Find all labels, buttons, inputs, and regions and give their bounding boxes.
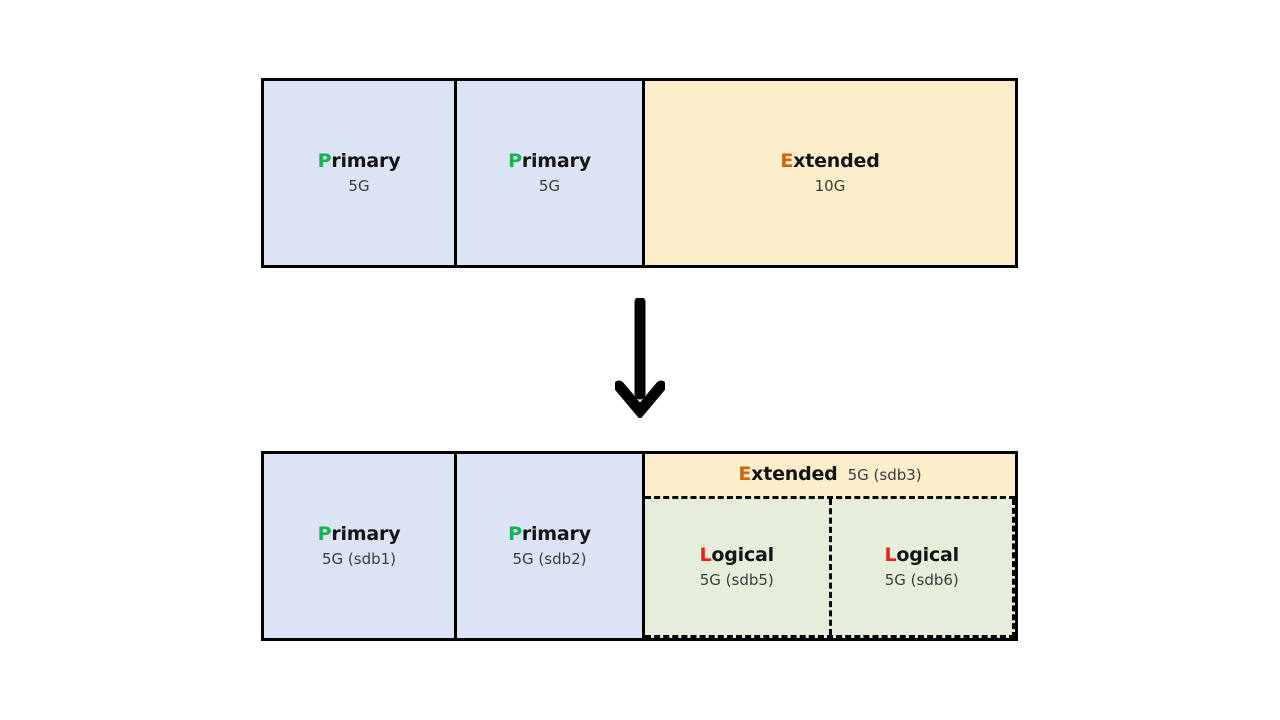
partition-type-label: Extended — [738, 463, 838, 486]
partition-type-label: Primary — [508, 523, 591, 546]
partition-extended-before: Extended 10G — [642, 81, 1015, 265]
partition-type-initial: L — [699, 544, 712, 567]
partition-type-initial: E — [738, 463, 752, 486]
partition-type-initial: P — [317, 523, 332, 546]
logical-partitions-row: Logical 5G (sdb5) Logical 5G (sdb6) — [645, 499, 1015, 638]
partition-primary-1-before: Primary 5G — [264, 81, 454, 265]
extended-header: Extended 5G (sdb3) — [645, 454, 1015, 499]
partition-type-rest: rimary — [521, 523, 591, 546]
partition-primary-2-before: Primary 5G — [454, 81, 642, 265]
disk-layout-after: Primary 5G (sdb1) Primary 5G (sdb2) Exte… — [261, 451, 1018, 641]
partition-type-label: Extended — [780, 150, 880, 173]
down-arrow-icon — [613, 296, 667, 420]
partition-type-rest: rimary — [521, 150, 591, 173]
partition-size-label: 5G — [348, 176, 370, 195]
partition-type-initial: L — [884, 544, 897, 567]
partition-type-label: Primary — [317, 150, 401, 173]
partition-size-label: 5G (sdb5) — [699, 570, 774, 589]
partition-type-rest: rimary — [331, 523, 401, 546]
partition-size-label: 5G (sdb1) — [321, 549, 397, 568]
partition-type-rest: rimary — [331, 150, 401, 173]
partition-type-label: Logical — [884, 544, 960, 567]
partition-primary-1-after: Primary 5G (sdb1) — [264, 454, 454, 638]
partition-type-initial: P — [317, 150, 332, 173]
partition-size-label: 10G — [814, 176, 846, 195]
partition-size-label: 5G (sdb3) — [847, 466, 922, 484]
partition-size-label: 5G (sdb2) — [512, 549, 587, 568]
partition-type-rest: xtended — [793, 150, 880, 173]
partition-extended-after: Extended 5G (sdb3) Logical 5G (sdb5) Log… — [642, 454, 1015, 638]
partition-type-label: Primary — [508, 150, 591, 173]
partition-type-label: Primary — [317, 523, 401, 546]
partition-type-label: Logical — [699, 544, 775, 567]
partition-size-label: 5G (sdb6) — [884, 570, 959, 589]
partition-type-initial: P — [508, 150, 522, 173]
partition-type-rest: ogical — [711, 544, 774, 567]
partition-logical-2: Logical 5G (sdb6) — [828, 499, 1012, 635]
partition-primary-2-after: Primary 5G (sdb2) — [454, 454, 642, 638]
partition-size-label: 5G — [538, 176, 561, 195]
partition-type-rest: ogical — [896, 544, 959, 567]
partition-type-rest: xtended — [751, 463, 838, 486]
disk-layout-before: Primary 5G Primary 5G Extended 10G — [261, 78, 1018, 268]
partition-type-initial: P — [508, 523, 522, 546]
partition-logical-1: Logical 5G (sdb5) — [645, 499, 829, 635]
partition-type-initial: E — [780, 150, 794, 173]
